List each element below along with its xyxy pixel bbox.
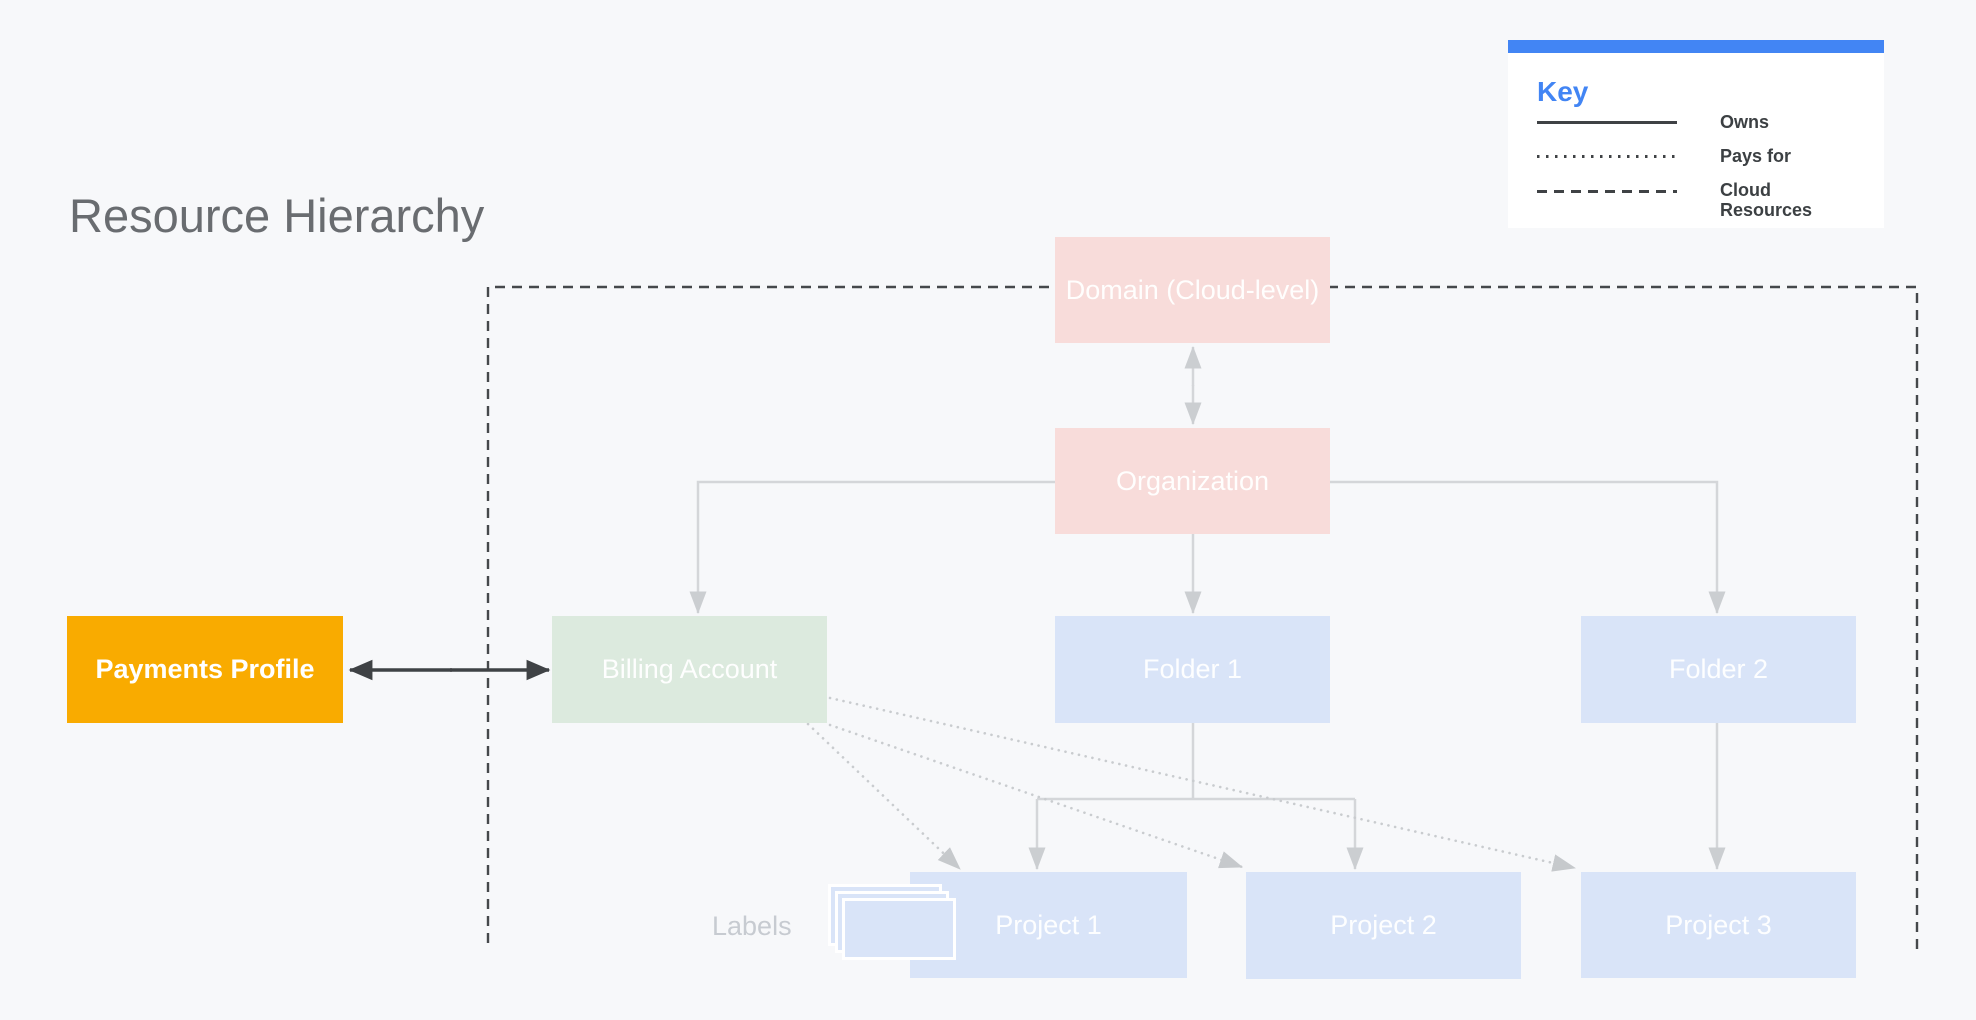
cloud-resources-boundary-dashed: [486, 285, 1919, 956]
node-project-3: Project 3: [1581, 872, 1856, 978]
node-organization: Organization: [1055, 428, 1330, 534]
node-billing-account: Billing Account: [552, 616, 827, 723]
legend-row-owns: Owns: [1537, 112, 1860, 132]
node-project-2-label: Project 2: [1330, 910, 1437, 940]
dotted-line-sample: [1537, 154, 1677, 158]
legend-title: Key: [1537, 76, 1589, 107]
node-domain-label: Domain (Cloud-level): [1065, 274, 1320, 305]
node-payments-profile: Payments Profile: [67, 616, 343, 723]
owns-lines: [689, 346, 1726, 870]
legend-row-pays-for: Pays for: [1537, 146, 1860, 166]
node-organization-label: Organization: [1115, 465, 1270, 496]
solid-line-sample: [1537, 120, 1677, 124]
node-folder-1-label: Folder 1: [1142, 654, 1243, 684]
labels-caption: Labels: [712, 911, 792, 941]
legend-label-owns: Owns: [1720, 112, 1770, 132]
node-folder-1: Folder 1: [1055, 616, 1330, 723]
page-title: Resource Hierarchy: [69, 189, 485, 242]
legend-row-cloud-resources: Cloud Resources: [1537, 180, 1860, 220]
node-project-1: Project 1: [910, 872, 1187, 978]
legend-label-pays-for: Pays for: [1720, 146, 1792, 166]
stacked-card-front: [842, 898, 956, 960]
node-payments-profile-label: Payments Profile: [95, 654, 315, 684]
legend-panel: Key Owns Pays for Cloud Resources: [1508, 40, 1884, 228]
node-domain: Domain (Cloud-level): [1055, 237, 1330, 343]
dashed-line-sample: [1537, 190, 1677, 193]
node-folder-2: Folder 2: [1581, 616, 1856, 723]
pays-for-lines: [806, 696, 1577, 872]
node-project-3-label: Project 3: [1665, 909, 1772, 940]
node-project-2: Project 2: [1246, 872, 1521, 979]
node-project-1-label: Project 1: [995, 909, 1102, 940]
stacked-cards-icon: [828, 884, 963, 968]
node-folder-2-label: Folder 2: [1668, 654, 1769, 684]
legend-top-accent-bar: [1508, 40, 1884, 53]
node-billing-account-label: Billing Account: [601, 654, 778, 684]
legend-label-cloud-resources: Cloud Resources: [1720, 180, 1813, 220]
